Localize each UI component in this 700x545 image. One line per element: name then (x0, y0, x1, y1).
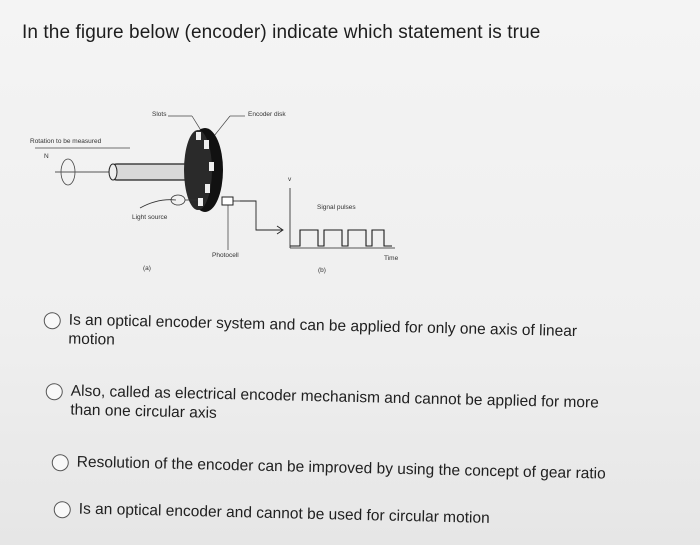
time-label: Time (384, 255, 399, 262)
panel-a-label: (a) (143, 265, 151, 272)
radio-option-1[interactable] (43, 311, 61, 330)
radio-option-3[interactable] (51, 453, 69, 472)
option-2[interactable]: Also, called as electrical encoder mecha… (45, 381, 696, 434)
light-source-icon (139, 199, 177, 209)
radio-option-4[interactable] (53, 500, 71, 519)
radio-option-2[interactable] (45, 382, 63, 401)
encoder-diagram (35, 115, 395, 250)
rotation-label: Rotation to be measured (30, 138, 102, 145)
v-label: v (288, 176, 292, 183)
slots-label: Slots (152, 111, 167, 118)
encoder-figure: Slots Encoder disk Rotation to be measur… (0, 90, 430, 290)
option-3-line-1: Resolution of the encoder can be improve… (76, 453, 606, 483)
panel-b-label: (b) (318, 267, 326, 274)
option-1[interactable]: Is an optical encoder system and can be … (43, 310, 684, 363)
encoder-disk-label: Encoder disk (248, 111, 286, 118)
signal-pulse-waveform (290, 229, 392, 247)
option-4[interactable]: Is an optical encoder and cannot be used… (53, 499, 654, 532)
question-text: In the figure below (encoder) indicate w… (22, 22, 541, 43)
n-label: N (44, 153, 49, 160)
light-source-label: Light source (132, 214, 168, 221)
signal-pulses-label: Signal pulses (317, 204, 356, 211)
option-4-line-1: Is an optical encoder and cannot be used… (78, 500, 490, 527)
option-3[interactable]: Resolution of the encoder can be improve… (51, 452, 692, 486)
photocell-label: Photocell (212, 252, 239, 259)
